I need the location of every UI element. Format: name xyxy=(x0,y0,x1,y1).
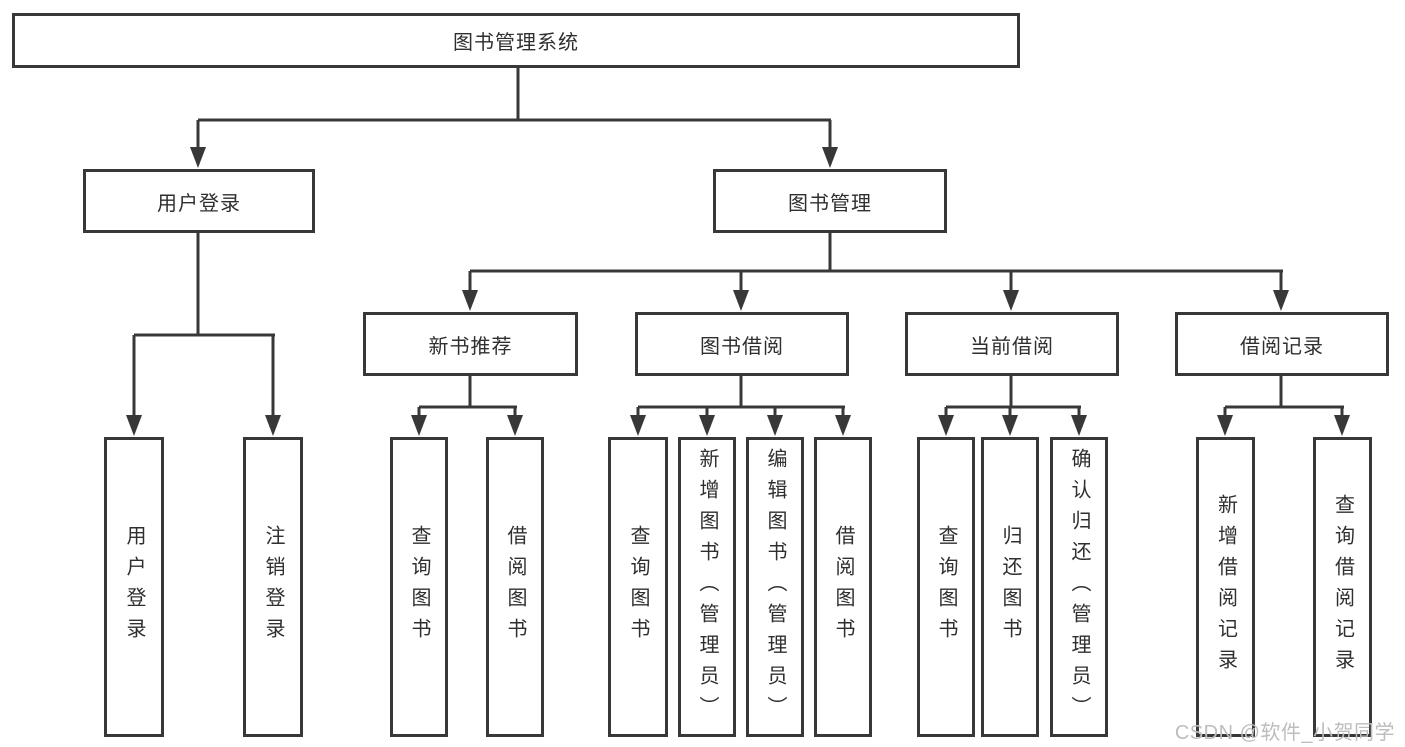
connector-arrowhead-down-icon xyxy=(411,415,427,436)
leaf-current-confirm-return-admin: 确认归还（管理员） xyxy=(1050,437,1108,737)
leaf-borrow-edit-books-admin-label: 编辑图书（管理员） xyxy=(764,447,786,727)
leaf-records-add-record-label: 新增借阅记录 xyxy=(1214,494,1237,680)
connector-arrowhead-down-icon xyxy=(1071,415,1087,436)
leaf-logout-label: 注销登录 xyxy=(262,525,284,649)
connector-arrowhead-down-icon xyxy=(1217,415,1233,436)
connector-arrowhead-down-icon xyxy=(822,147,838,168)
leaf-current-return-books-label: 归还图书 xyxy=(999,525,1021,649)
node-current-borrow-label: 当前借阅 xyxy=(970,335,1054,358)
leaf-borrow-query-books: 查询图书 xyxy=(608,437,668,737)
leaf-current-confirm-return-admin-label: 确认归还（管理员） xyxy=(1068,447,1090,727)
leaf-borrow-add-books-admin: 新增图书（管理员） xyxy=(678,437,736,737)
leaf-borrow-query-books-label: 查询图书 xyxy=(627,525,649,649)
leaf-current-return-books: 归还图书 xyxy=(981,437,1039,737)
connector-arrowhead-down-icon xyxy=(767,415,783,436)
connector-arrowhead-down-icon xyxy=(1002,415,1018,436)
leaf-borrow-borrow-books: 借阅图书 xyxy=(814,437,872,737)
node-new-book-recommend: 新书推荐 xyxy=(363,312,578,376)
node-current-borrow: 当前借阅 xyxy=(905,312,1119,376)
leaf-borrow-add-books-admin-label: 新增图书（管理员） xyxy=(696,447,718,727)
connector-arrowhead-down-icon xyxy=(265,415,281,436)
connector-arrowhead-down-icon xyxy=(938,415,954,436)
connector-arrowhead-down-icon xyxy=(1273,290,1289,311)
leaf-recommend-query-books: 查询图书 xyxy=(390,437,448,737)
node-root: 图书管理系统 xyxy=(12,13,1020,68)
node-root-label: 图书管理系统 xyxy=(453,32,579,54)
connector-arrowhead-down-icon xyxy=(733,290,749,311)
leaf-user-login-label: 用户登录 xyxy=(123,525,145,649)
connector-arrowhead-down-icon xyxy=(1003,290,1019,311)
watermark: CSDN @软件_小贺同学 xyxy=(1174,722,1395,744)
node-borrow-records: 借阅记录 xyxy=(1175,312,1389,376)
connector-arrowhead-down-icon xyxy=(190,147,206,168)
leaf-records-add-record: 新增借阅记录 xyxy=(1196,437,1255,737)
leaf-borrow-edit-books-admin: 编辑图书（管理员） xyxy=(746,437,804,737)
connector-arrowhead-down-icon xyxy=(630,415,646,436)
node-book-management: 图书管理 xyxy=(713,169,947,233)
leaf-current-query-books: 查询图书 xyxy=(917,437,975,737)
node-book-management-label: 图书管理 xyxy=(788,192,872,215)
leaf-records-query-record-label: 查询借阅记录 xyxy=(1331,494,1354,680)
connector-arrowhead-down-icon xyxy=(507,415,523,436)
leaf-records-query-record: 查询借阅记录 xyxy=(1313,437,1372,737)
node-borrow-records-label: 借阅记录 xyxy=(1240,335,1324,358)
leaf-recommend-borrow-books: 借阅图书 xyxy=(486,437,544,737)
leaf-logout: 注销登录 xyxy=(243,437,303,737)
leaf-recommend-query-books-label: 查询图书 xyxy=(408,525,430,649)
connector-arrowhead-down-icon xyxy=(835,415,851,436)
node-book-borrow: 图书借阅 xyxy=(635,312,849,376)
connector-arrowhead-down-icon xyxy=(126,415,142,436)
node-book-borrow-label: 图书借阅 xyxy=(700,335,784,358)
connector-arrowhead-down-icon xyxy=(699,415,715,436)
node-user-login-label: 用户登录 xyxy=(157,192,241,215)
leaf-borrow-borrow-books-label: 借阅图书 xyxy=(832,525,854,649)
leaf-recommend-borrow-books-label: 借阅图书 xyxy=(504,525,526,649)
leaf-user-login: 用户登录 xyxy=(104,437,164,737)
leaf-current-query-books-label: 查询图书 xyxy=(935,525,957,649)
connector-arrowhead-down-icon xyxy=(462,290,478,311)
node-user-login: 用户登录 xyxy=(83,169,315,233)
node-new-book-recommend-label: 新书推荐 xyxy=(428,335,513,358)
connector-arrowhead-down-icon xyxy=(1334,415,1350,436)
